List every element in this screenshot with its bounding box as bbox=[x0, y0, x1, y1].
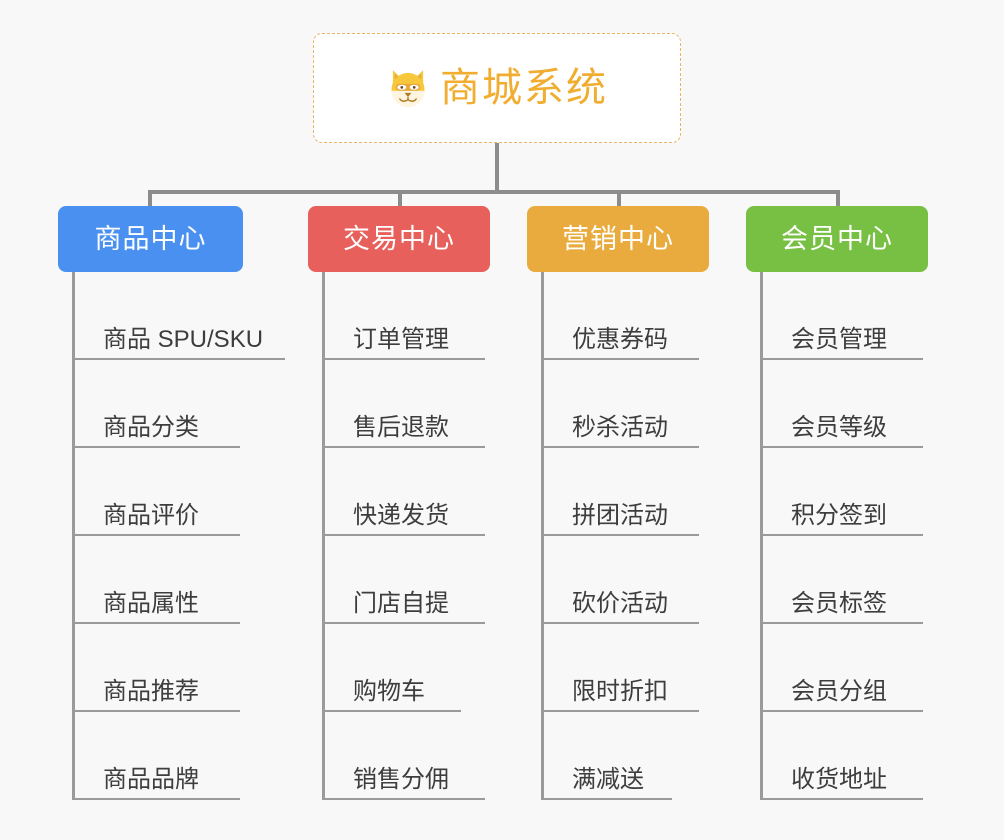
leaf-item[interactable]: 快递发货 bbox=[325, 448, 485, 536]
leaf-label: 限时折扣 bbox=[572, 677, 668, 705]
leaf-label: 销售分佣 bbox=[353, 765, 449, 793]
category-header-2[interactable]: 交易中心 bbox=[308, 206, 490, 272]
leaf-list-1: 商品 SPU/SKU 商品分类 商品评价 商品属性 商品推荐 商品品牌 bbox=[72, 272, 348, 800]
leaf-item[interactable]: 会员等级 bbox=[763, 360, 923, 448]
leaf-item[interactable]: 门店自提 bbox=[325, 536, 485, 624]
leaf-label: 会员管理 bbox=[791, 325, 887, 353]
leaf-label: 售后退款 bbox=[353, 413, 449, 441]
leaf-label: 会员标签 bbox=[791, 589, 887, 617]
leaf-item[interactable]: 限时折扣 bbox=[544, 624, 699, 712]
leaf-item[interactable]: 商品推荐 bbox=[75, 624, 240, 712]
category-label-2: 交易中心 bbox=[343, 223, 455, 254]
leaf-item[interactable]: 商品评价 bbox=[75, 448, 240, 536]
leaf-item[interactable]: 积分签到 bbox=[763, 448, 923, 536]
leaf-item[interactable]: 售后退款 bbox=[325, 360, 485, 448]
leaf-item[interactable]: 商品品牌 bbox=[75, 712, 240, 800]
leaf-item[interactable]: 砍价活动 bbox=[544, 536, 699, 624]
leaf-label: 会员分组 bbox=[791, 677, 887, 705]
leaf-label: 收货地址 bbox=[791, 765, 887, 793]
root-title: 商城系统 bbox=[440, 66, 608, 110]
category-label-1: 商品中心 bbox=[94, 223, 207, 254]
category-label-3: 营销中心 bbox=[562, 223, 674, 254]
leaf-item[interactable]: 商品分类 bbox=[75, 360, 240, 448]
connector-drop-2 bbox=[398, 190, 402, 208]
leaf-item[interactable]: 购物车 bbox=[325, 624, 461, 712]
leaf-label: 商品评价 bbox=[103, 501, 199, 529]
leaf-label: 商品 SPU/SKU bbox=[103, 325, 264, 353]
leaf-item[interactable]: 会员分组 bbox=[763, 624, 923, 712]
connector-drop-1 bbox=[148, 190, 152, 208]
leaf-list-3: 优惠券码 秒杀活动 拼团活动 砍价活动 限时折扣 满减送 bbox=[541, 272, 737, 800]
category-header-3[interactable]: 营销中心 bbox=[527, 206, 709, 272]
leaf-label: 商品推荐 bbox=[103, 677, 199, 705]
leaf-item[interactable]: 收货地址 bbox=[763, 712, 923, 800]
branch-column-1: 商品中心 商品 SPU/SKU 商品分类 商品评价 商品属性 商品推荐 商品品牌 bbox=[58, 206, 348, 800]
connector-drop-4 bbox=[836, 190, 840, 208]
connector-root-stem bbox=[495, 143, 499, 193]
leaf-list-4: 会员管理 会员等级 积分签到 会员标签 会员分组 收货地址 bbox=[760, 272, 961, 800]
leaf-label: 优惠券码 bbox=[572, 325, 668, 353]
leaf-item[interactable]: 会员标签 bbox=[763, 536, 923, 624]
branch-column-2: 交易中心 订单管理 售后退款 快递发货 门店自提 购物车 销售分佣 bbox=[308, 206, 523, 800]
leaf-item[interactable]: 商品 SPU/SKU bbox=[75, 272, 285, 360]
category-label-4: 会员中心 bbox=[781, 223, 893, 254]
leaf-label: 会员等级 bbox=[791, 413, 887, 441]
leaf-label: 商品分类 bbox=[103, 413, 199, 441]
leaf-item[interactable]: 优惠券码 bbox=[544, 272, 699, 360]
leaf-item[interactable]: 销售分佣 bbox=[325, 712, 485, 800]
connector-drop-3 bbox=[617, 190, 621, 208]
branch-column-3: 营销中心 优惠券码 秒杀活动 拼团活动 砍价活动 限时折扣 满减送 bbox=[527, 206, 737, 800]
leaf-item[interactable]: 拼团活动 bbox=[544, 448, 699, 536]
connector-horizontal-bar bbox=[148, 190, 840, 194]
leaf-item[interactable]: 会员管理 bbox=[763, 272, 923, 360]
branch-column-4: 会员中心 会员管理 会员等级 积分签到 会员标签 会员分组 收货地址 bbox=[746, 206, 961, 800]
leaf-label: 积分签到 bbox=[791, 501, 887, 529]
leaf-label: 满减送 bbox=[572, 765, 644, 793]
leaf-item[interactable]: 订单管理 bbox=[325, 272, 485, 360]
leaf-label: 快递发货 bbox=[353, 501, 449, 529]
root-node[interactable]: 商城系统 bbox=[313, 33, 681, 143]
leaf-label: 拼团活动 bbox=[572, 501, 668, 529]
leaf-label: 购物车 bbox=[353, 677, 425, 705]
leaf-item[interactable]: 商品属性 bbox=[75, 536, 240, 624]
leaf-item[interactable]: 满减送 bbox=[544, 712, 672, 800]
dog-face-icon bbox=[391, 70, 425, 108]
leaf-label: 商品属性 bbox=[103, 589, 199, 617]
leaf-label: 砍价活动 bbox=[572, 589, 668, 617]
leaf-label: 商品品牌 bbox=[103, 765, 199, 793]
category-header-1[interactable]: 商品中心 bbox=[58, 206, 243, 272]
category-header-4[interactable]: 会员中心 bbox=[746, 206, 928, 272]
leaf-list-2: 订单管理 售后退款 快递发货 门店自提 购物车 销售分佣 bbox=[322, 272, 523, 800]
leaf-item[interactable]: 秒杀活动 bbox=[544, 360, 699, 448]
leaf-label: 订单管理 bbox=[353, 325, 449, 353]
leaf-label: 门店自提 bbox=[353, 589, 449, 617]
leaf-label: 秒杀活动 bbox=[572, 413, 668, 441]
